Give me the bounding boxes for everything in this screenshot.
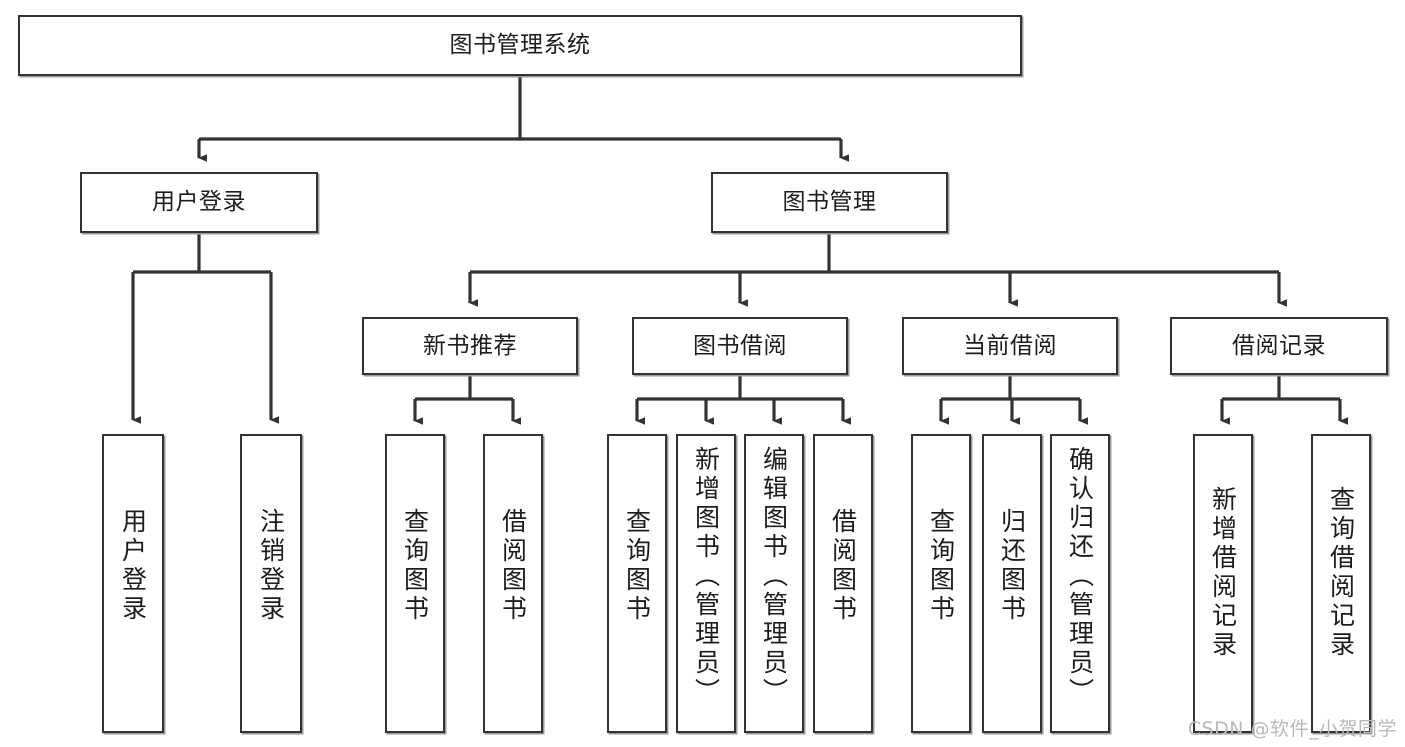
node-leaf-cur-return[interactable]: 归还图书 (982, 434, 1042, 733)
node-current-borrow-label: 当前借阅 (963, 332, 1057, 359)
node-leaf-borrow-lend-label: 借阅图书 (828, 508, 858, 624)
node-leaf-rec-add[interactable]: 新增借阅记录 (1193, 434, 1253, 733)
node-book-manage[interactable]: 图书管理 (711, 172, 948, 233)
node-leaf-borrow-query[interactable]: 查询图书 (607, 434, 667, 733)
node-leaf-cur-query[interactable]: 查询图书 (911, 434, 971, 733)
node-new-book-rec[interactable]: 新书推荐 (362, 317, 578, 375)
node-leaf-borrow-lend[interactable]: 借阅图书 (813, 434, 873, 733)
node-leaf-borrow-query-label: 查询图书 (622, 508, 652, 624)
node-leaf-user-login[interactable]: 用户登录 (102, 434, 164, 733)
node-book-borrow-label: 图书借阅 (693, 332, 787, 359)
node-root-label: 图书管理系统 (449, 32, 591, 59)
node-leaf-rec-borrow[interactable]: 借阅图书 (483, 434, 543, 733)
node-leaf-user-logout-label: 注销登录 (256, 508, 286, 624)
node-leaf-rec-query2-label: 查询借阅记录 (1326, 486, 1356, 660)
node-leaf-user-login-label: 用户登录 (118, 508, 148, 624)
node-current-borrow[interactable]: 当前借阅 (902, 317, 1118, 375)
node-leaf-cur-return-label: 归还图书 (997, 508, 1027, 624)
node-leaf-borrow-add[interactable]: 新增图书（管理员） (676, 434, 736, 733)
csdn-watermark: CSDN @软件_小贺同学 (1187, 718, 1397, 740)
node-leaf-cur-confirm-label: 确认归还（管理员） (1065, 446, 1095, 707)
node-leaf-rec-borrow-label: 借阅图书 (498, 508, 528, 624)
node-book-manage-label: 图书管理 (782, 189, 877, 216)
node-leaf-borrow-edit[interactable]: 编辑图书（管理员） (744, 434, 804, 733)
node-borrow-record-label: 借阅记录 (1232, 332, 1326, 359)
node-leaf-borrow-edit-label: 编辑图书（管理员） (759, 446, 789, 707)
node-leaf-rec-add-label: 新增借阅记录 (1208, 486, 1238, 660)
node-leaf-user-logout[interactable]: 注销登录 (240, 434, 302, 733)
node-leaf-cur-query-label: 查询图书 (926, 508, 956, 624)
node-user-login-label: 用户登录 (152, 189, 246, 216)
node-new-book-rec-label: 新书推荐 (423, 332, 517, 359)
node-root[interactable]: 图书管理系统 (18, 15, 1022, 76)
node-leaf-rec-query[interactable]: 查询图书 (385, 434, 445, 733)
node-book-borrow[interactable]: 图书借阅 (632, 317, 848, 375)
node-leaf-cur-confirm[interactable]: 确认归还（管理员） (1050, 434, 1110, 733)
node-leaf-rec-query2[interactable]: 查询借阅记录 (1311, 434, 1371, 733)
node-leaf-rec-query-label: 查询图书 (400, 508, 430, 624)
node-leaf-borrow-add-label: 新增图书（管理员） (691, 446, 721, 707)
node-borrow-record[interactable]: 借阅记录 (1170, 317, 1388, 375)
node-user-login[interactable]: 用户登录 (80, 172, 318, 233)
